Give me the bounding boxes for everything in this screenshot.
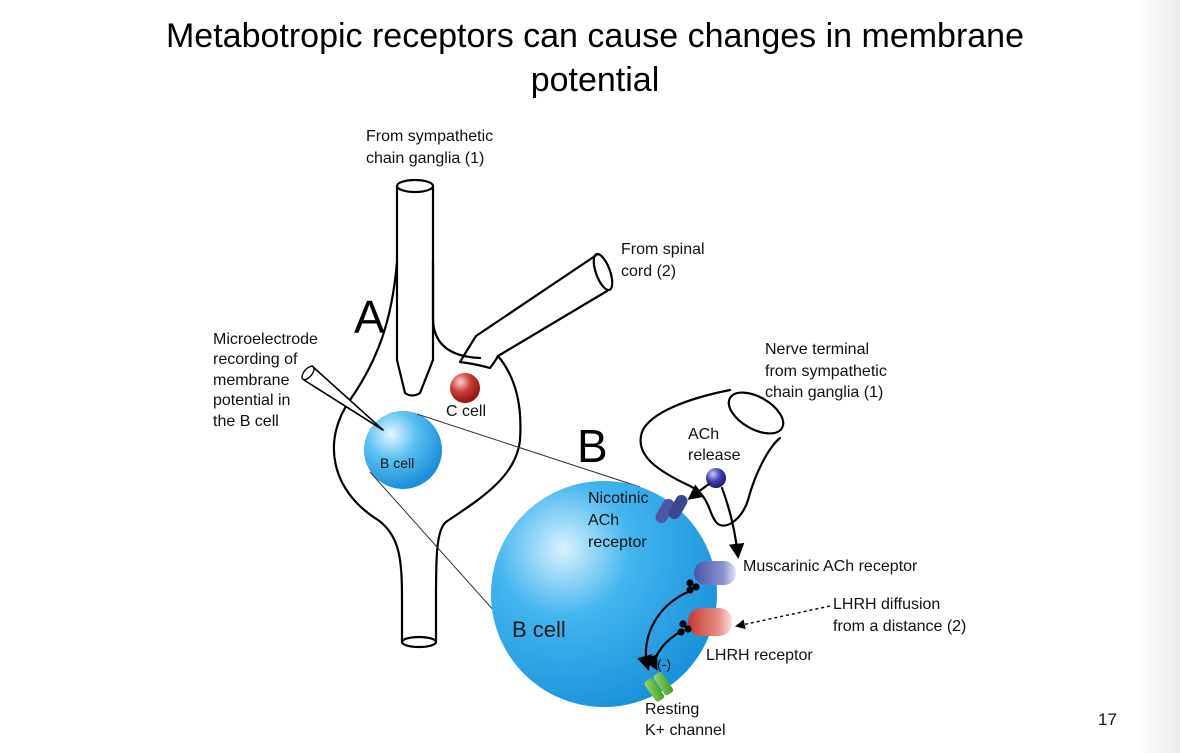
k-channel-label-2: K+ channel <box>645 722 726 739</box>
nicotinic-label-3: receptor <box>588 534 647 551</box>
label-spinal-2: cord (2) <box>621 263 676 280</box>
axon-top-opening <box>395 178 435 194</box>
panel-b-letter: B <box>577 420 608 472</box>
ach-label-1: ACh <box>688 426 719 443</box>
sympathetic-bouton <box>395 358 435 397</box>
lhrh-diffusion-label-1: LHRH diffusion <box>833 596 940 613</box>
muscarinic-label: Muscarinic ACh receptor <box>743 558 918 575</box>
lhrh-diffusion-arrow <box>735 605 831 630</box>
lhrh-diffusion-label-2: from a distance (2) <box>833 618 966 635</box>
c-cell-label: C cell <box>446 403 486 420</box>
microelectrode <box>301 365 384 431</box>
lhrh-receptor-label: LHRH receptor <box>706 647 813 664</box>
terminal-label-1: Nerve terminal <box>765 341 869 358</box>
terminal-label-2: from sympathetic <box>765 363 887 380</box>
label-sympathetic-2: chain ganglia (1) <box>366 150 484 167</box>
panel-a-letter: A <box>354 291 385 343</box>
ach-to-nicotinic-arrow <box>687 482 711 500</box>
terminal-label-3: chain ganglia (1) <box>765 384 883 401</box>
lhrh-receptor <box>677 608 732 636</box>
electrode-label-5: the B cell <box>213 413 279 430</box>
nicotinic-receptor <box>655 494 688 524</box>
k-channel <box>644 672 674 702</box>
electrode-label-3: membrane <box>213 372 290 389</box>
lhrh-to-k-arrow <box>643 630 682 671</box>
nicotinic-label-1: Nicotinic <box>588 490 648 507</box>
soma-left-outline <box>332 260 404 644</box>
b-cell-large-label: B cell <box>512 617 566 642</box>
slide-title: Metabotropic receptors can cause changes… <box>165 17 1025 99</box>
muscarinic-receptor <box>686 561 736 594</box>
zoom-line-top <box>416 413 641 488</box>
slide-edge-shadow <box>1136 0 1180 753</box>
soma-right-outline <box>434 354 522 644</box>
label-spinal-1: From spinal <box>621 241 705 258</box>
c-cell <box>450 373 480 403</box>
axon-bottom-opening <box>400 635 438 649</box>
label-sympathetic-1: From sympathetic <box>366 128 493 145</box>
b-cell-small-label: B cell <box>380 455 414 471</box>
electrode-label-4: potential in <box>213 392 290 409</box>
ach-vesicle <box>706 468 726 488</box>
electrode-label-1: Microelectrode <box>213 331 318 348</box>
spinal-bouton <box>458 334 500 370</box>
ach-label-2: release <box>688 447 741 464</box>
page-number: 17 <box>1098 710 1117 729</box>
nicotinic-label-2: ACh <box>588 512 619 529</box>
k-channel-label-1: Resting <box>645 701 699 718</box>
soma-top-right <box>431 260 482 360</box>
electrode-label-2: recording of <box>213 351 298 368</box>
ach-to-muscarinic-arrow <box>720 486 745 560</box>
inhibit-label: (-) <box>657 656 671 672</box>
